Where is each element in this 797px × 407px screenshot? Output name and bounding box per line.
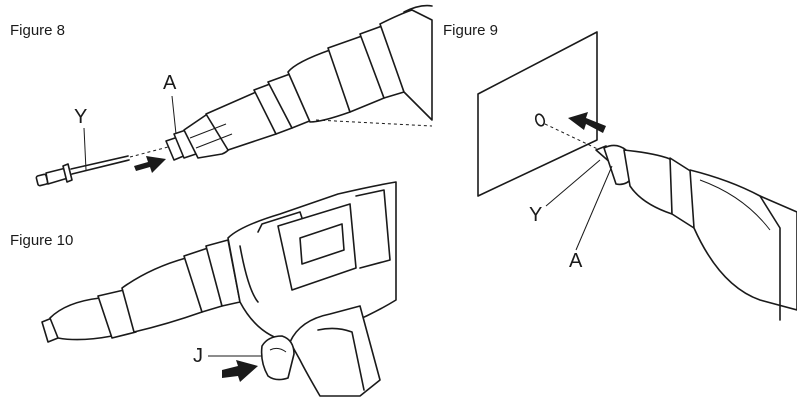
- leader-line-a: [171, 95, 177, 135]
- figure-9-callout-a: A: [569, 250, 583, 272]
- figure-8-callout-a: A: [163, 72, 177, 94]
- leader-line-a-9: [575, 165, 613, 251]
- rivet-tool: [165, 4, 433, 161]
- figure-9-callout-y: Y: [529, 204, 543, 226]
- leader-line-y-9: [545, 159, 601, 207]
- figure-9-title: Figure 9: [443, 22, 499, 39]
- figure-8-drawing: [35, 4, 433, 187]
- rivet-tool-angled: [595, 144, 797, 321]
- hole: [534, 113, 546, 127]
- figure-10-drawing: [41, 181, 397, 397]
- figure-10-callout-j: J: [193, 345, 203, 367]
- push-arrow-icon-2: [568, 112, 606, 133]
- trigger-j: [260, 335, 295, 381]
- push-arrow-icon-3: [222, 360, 258, 382]
- figure-9-drawing: [477, 31, 797, 321]
- tool-handle: [289, 305, 381, 397]
- figure-10-title: Figure 10: [10, 232, 74, 249]
- leader-line-y: [83, 127, 87, 171]
- figure-8-title: Figure 8: [10, 22, 66, 39]
- push-arrow-icon: [134, 156, 166, 173]
- rivet: [35, 155, 130, 187]
- figure-8-callout-y: Y: [74, 106, 88, 128]
- tool-housing: [227, 181, 397, 343]
